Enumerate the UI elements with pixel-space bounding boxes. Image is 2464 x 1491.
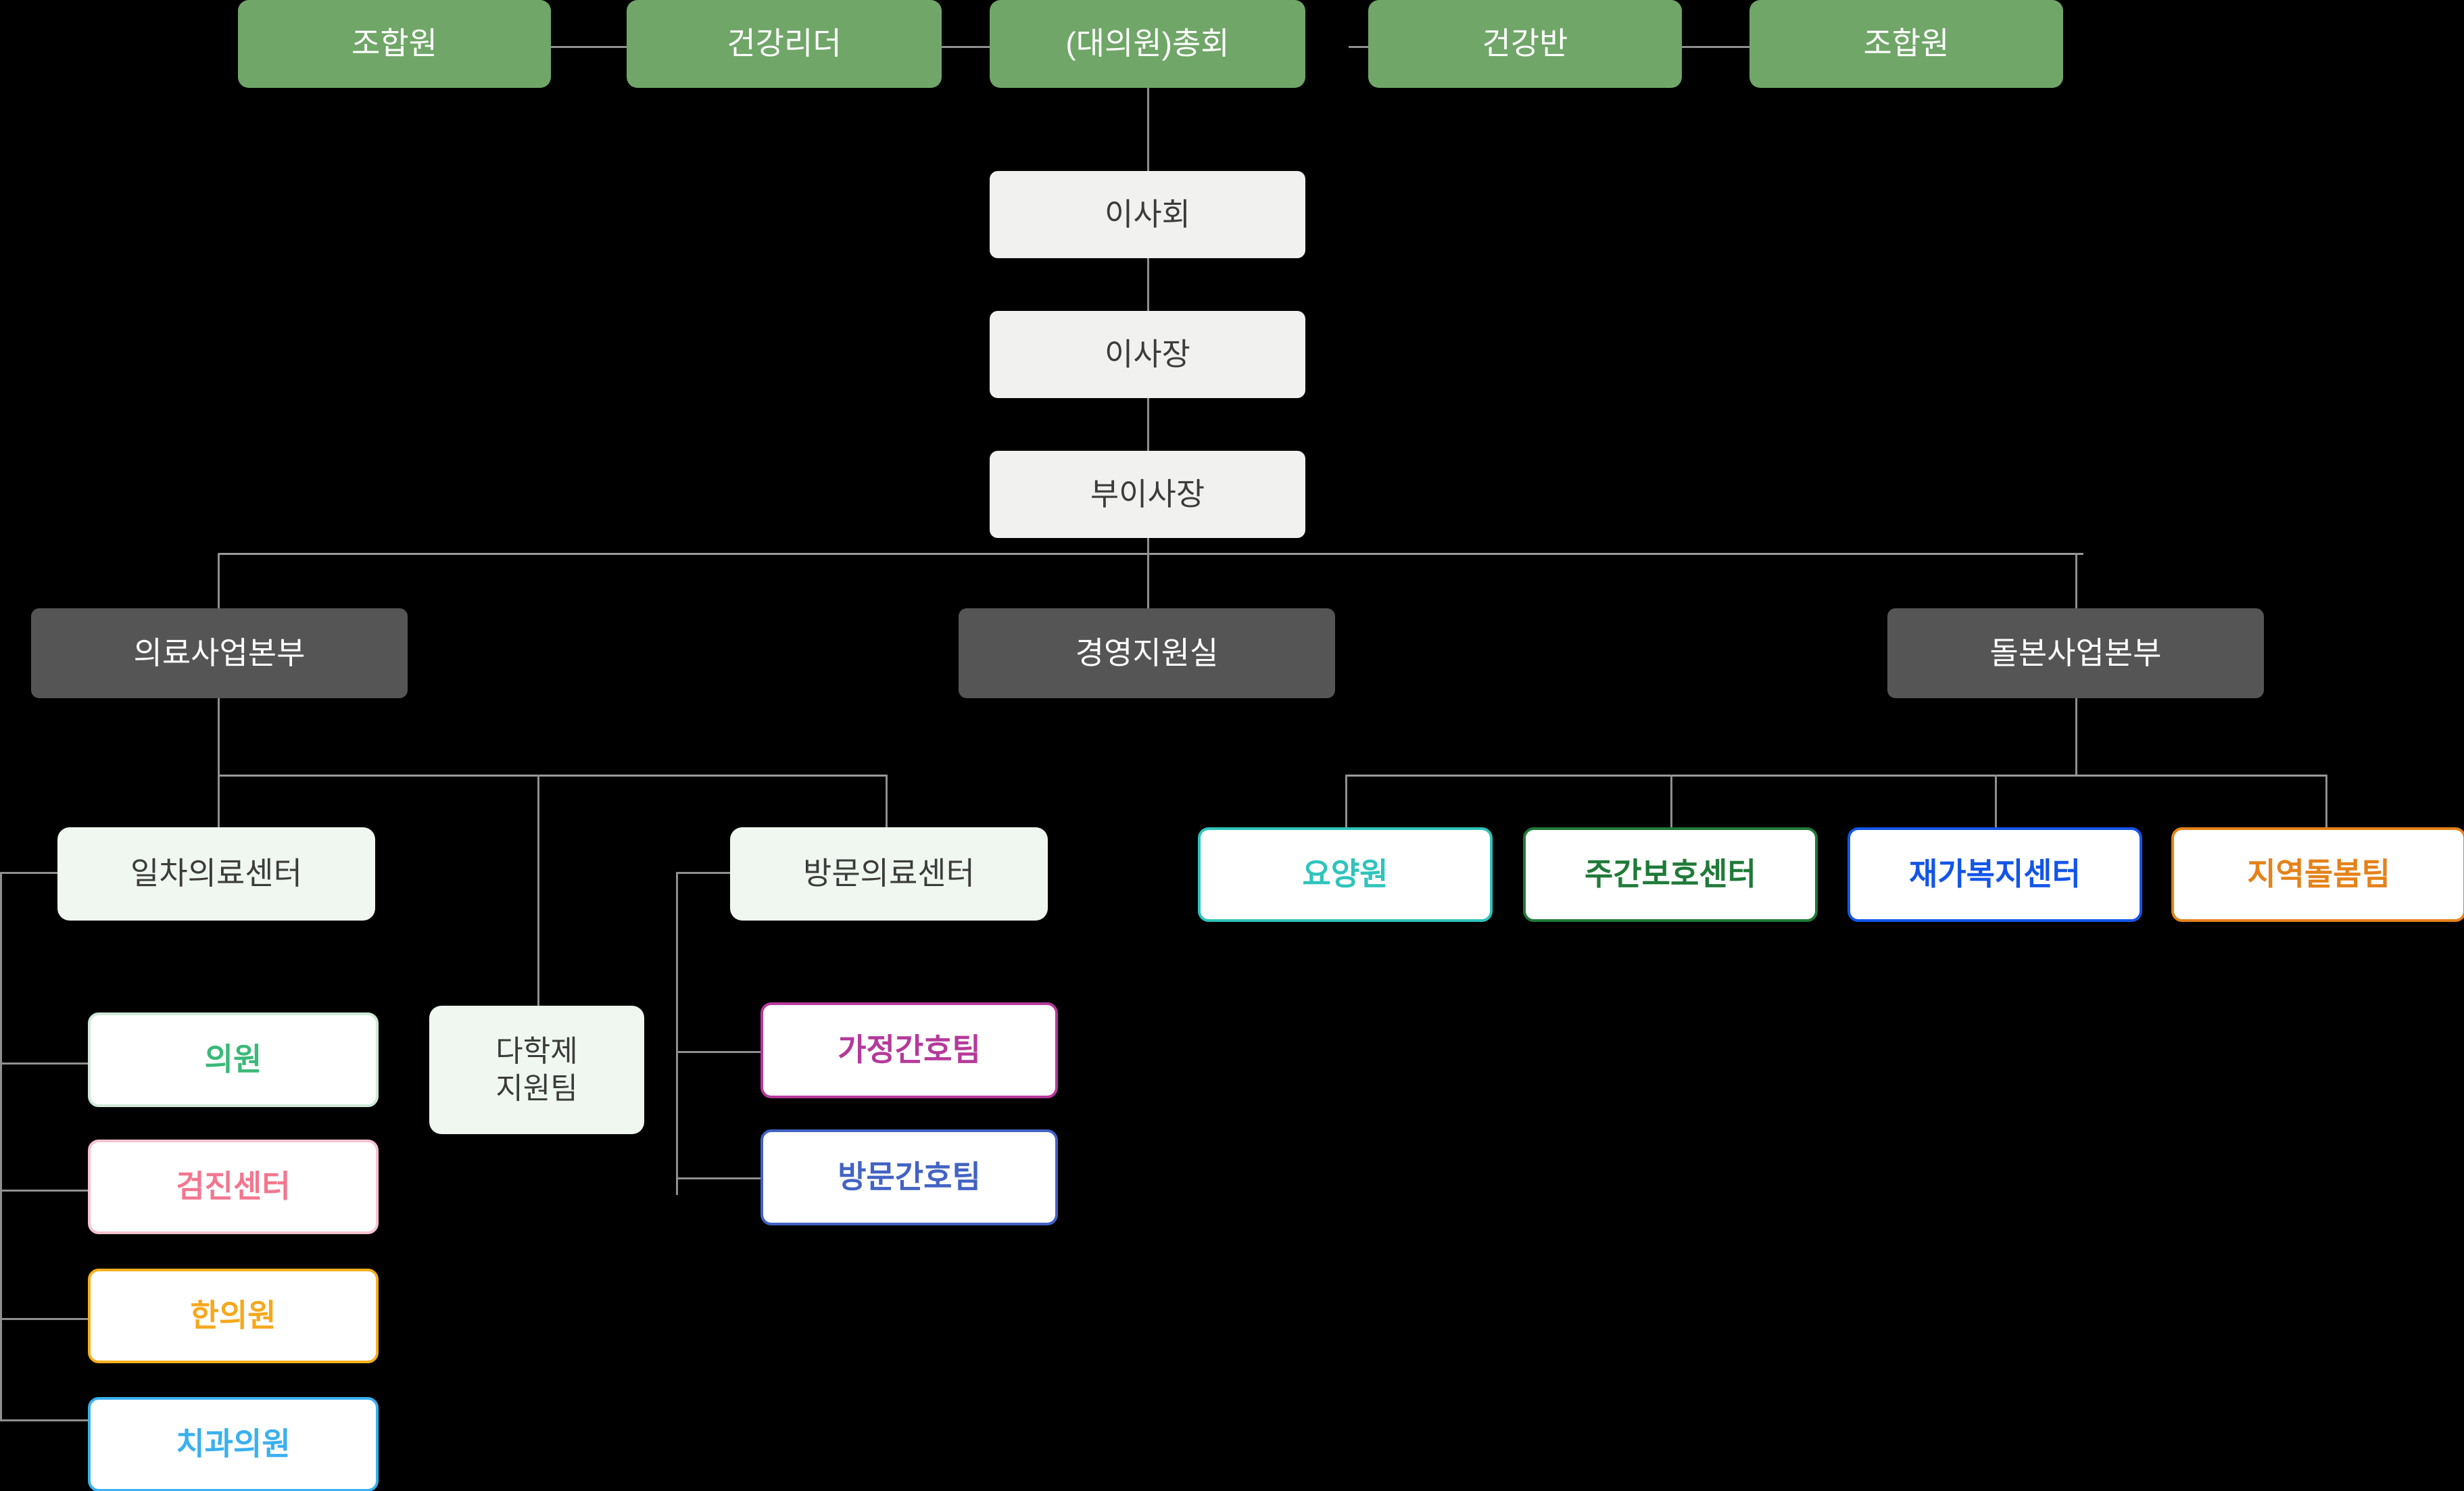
clinic-node-checkup-center[interactable]: 검진센터 — [88, 1140, 379, 1234]
connector-care-2 — [1670, 775, 1672, 827]
governance-node-chairperson[interactable]: 이사장 — [990, 311, 1305, 398]
assembly-node-health-leader[interactable]: 건강리더 — [627, 0, 942, 88]
connector-medical-bus-visiting — [886, 775, 888, 827]
assembly-node-member-right[interactable]: 조합원 — [1749, 0, 2063, 88]
connector-assembly-4 — [1682, 46, 1749, 48]
node-label: 건강반 — [1482, 26, 1568, 62]
connector-clinic-1 — [0, 1062, 88, 1065]
connector-medical-bus-multidisc — [537, 775, 539, 1006]
division-node-care[interactable]: 돌본사업본부 — [1887, 608, 2264, 698]
node-label: 한의원 — [190, 1298, 276, 1334]
governance-node-board[interactable]: 이사회 — [990, 171, 1305, 258]
connector-primary-to-clinic — [0, 872, 57, 874]
connector-clinic-3 — [0, 1318, 88, 1320]
node-label: 이사회 — [1105, 196, 1190, 232]
node-label: 의료사업본부 — [133, 635, 306, 670]
node-label: 건강리더 — [727, 26, 842, 62]
node-label: 돌본사업본부 — [1989, 635, 2162, 670]
connector-primary-rail — [0, 872, 2, 1419]
care-node-day-care-center[interactable]: 주간보호센터 — [1523, 827, 1818, 922]
connector-board-to-chair — [1147, 258, 1149, 312]
node-label: 요양원 — [1302, 856, 1388, 892]
node-label: 지역돌봄팀 — [2247, 856, 2390, 892]
connector-home-nursing — [676, 1051, 760, 1053]
node-label: 이사장 — [1105, 336, 1190, 372]
node-label: 조합원 — [1863, 26, 1950, 62]
node-label: 경영지원실 — [1075, 635, 1219, 670]
node-label: 가정간호팀 — [838, 1032, 981, 1068]
connector-care-down — [2075, 698, 2077, 775]
connector-division-bus — [218, 553, 2083, 555]
clinic-node-medical-clinic[interactable]: 의원 — [88, 1012, 379, 1107]
node-label: 의원 — [204, 1042, 262, 1077]
connector-clinic-4 — [0, 1419, 88, 1421]
connector-clinic-2 — [0, 1190, 88, 1192]
connector-assembly-to-board — [1147, 88, 1149, 171]
care-node-nursing-home[interactable]: 요양원 — [1198, 827, 1493, 922]
node-label: 부이사장 — [1090, 476, 1205, 512]
clinic-node-oriental-clinic[interactable]: 한의원 — [88, 1269, 379, 1363]
connector-bus-to-medical — [218, 553, 220, 608]
connector-visiting-to-rail — [676, 872, 730, 874]
node-label: 재가복지센터 — [1909, 856, 2081, 892]
node-label: 조합원 — [352, 26, 437, 62]
division-node-medical[interactable]: 의료사업본부 — [31, 608, 408, 698]
connector-medical-bus — [218, 775, 887, 777]
care-node-community-care-team[interactable]: 지역돌봄팀 — [2171, 827, 2464, 922]
care-node-home-welfare-center[interactable]: 재가복지센터 — [1847, 827, 2142, 922]
assembly-node-general-assembly[interactable]: (대의원)총회 — [990, 0, 1305, 88]
connector-medical-bus-primary — [218, 775, 220, 827]
center-node-multidisciplinary-support[interactable]: 다학제 지원팀 — [429, 1006, 644, 1134]
connector-assembly-2 — [941, 46, 990, 48]
node-label: 방문의료센터 — [803, 856, 975, 891]
governance-node-vice-chairperson[interactable]: 부이사장 — [990, 451, 1305, 538]
assembly-node-health-group[interactable]: 건강반 — [1368, 0, 1682, 88]
node-label: (대의원)총회 — [1065, 26, 1230, 62]
assembly-node-member-left[interactable]: 조합원 — [238, 0, 551, 88]
connector-care-1 — [1345, 775, 1347, 827]
connector-care-4 — [2325, 775, 2327, 827]
connector-visiting-rail — [676, 872, 678, 1195]
center-node-visiting-care[interactable]: 방문의료센터 — [730, 827, 1048, 921]
clinic-node-dental-clinic[interactable]: 치과의원 — [88, 1397, 379, 1491]
center-node-primary-care[interactable]: 일차의료센터 — [57, 827, 375, 921]
connector-care-bus — [1345, 775, 2325, 777]
connector-medical-down — [218, 698, 220, 775]
node-label: 방문간호팀 — [838, 1159, 981, 1195]
connector-chair-to-vicechair — [1147, 398, 1149, 452]
nursing-node-home-nursing-team[interactable]: 가정간호팀 — [760, 1002, 1058, 1098]
connector-bus-to-support — [1147, 553, 1149, 608]
node-label: 검진센터 — [176, 1169, 291, 1204]
connector-care-3 — [1995, 775, 1997, 827]
division-node-management-support[interactable]: 경영지원실 — [959, 608, 1335, 698]
node-label: 다학제 지원팀 — [496, 1035, 578, 1105]
connector-visit-nursing — [676, 1177, 760, 1179]
node-label: 일차의료센터 — [130, 856, 302, 891]
node-label: 주간보호센터 — [1585, 856, 1756, 892]
node-label: 치과의원 — [176, 1426, 291, 1462]
connector-bus-to-care — [2075, 553, 2077, 608]
connector-assembly-1 — [551, 46, 627, 48]
nursing-node-visiting-nursing-team[interactable]: 방문간호팀 — [760, 1129, 1058, 1225]
